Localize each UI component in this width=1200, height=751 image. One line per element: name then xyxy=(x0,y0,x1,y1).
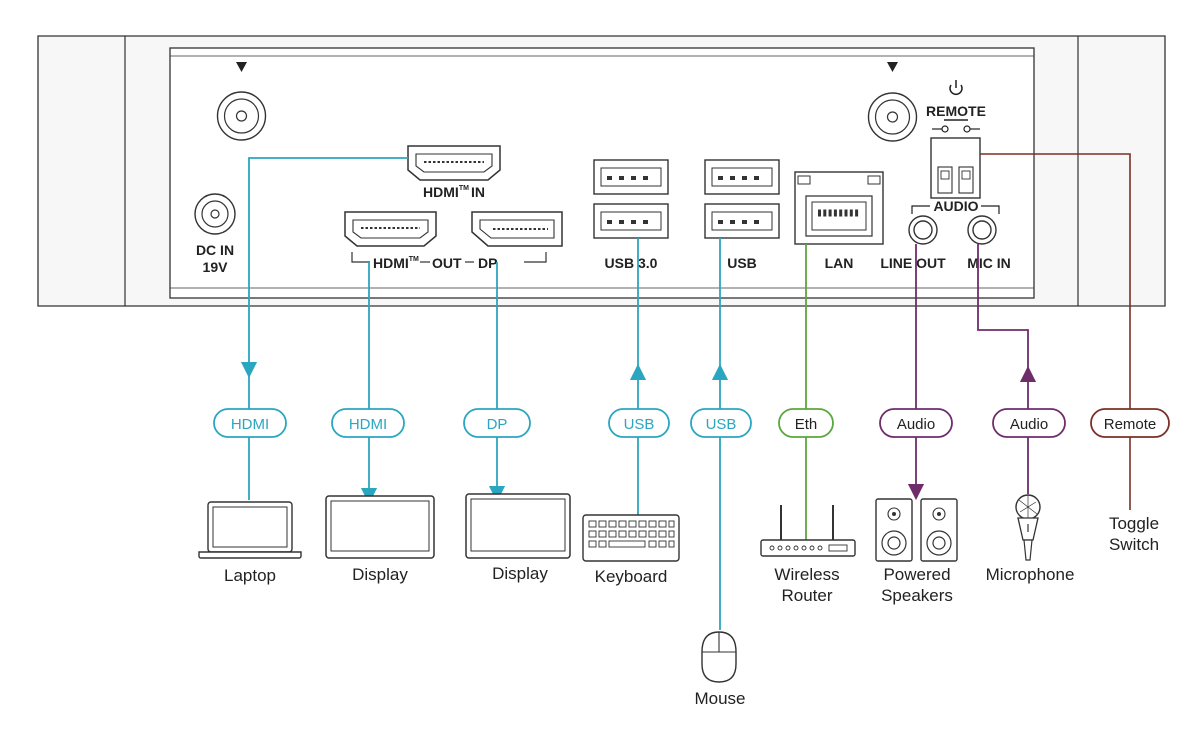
mic-in-jack[interactable] xyxy=(967,215,997,245)
svg-text:DP: DP xyxy=(487,416,508,433)
svg-text:Audio: Audio xyxy=(1010,416,1048,433)
mic-in-label: MIC IN xyxy=(967,255,1011,271)
mouse-icon xyxy=(701,631,737,683)
out-label: OUT xyxy=(432,255,462,271)
antenna-connector-right xyxy=(867,62,918,142)
pill-dp-out: DP xyxy=(463,408,531,438)
pill-usb-mouse: USB xyxy=(690,408,752,438)
line-out-jack[interactable] xyxy=(908,215,938,245)
pill-hdmi-in: HDMI xyxy=(213,408,287,438)
display-icon xyxy=(325,495,435,559)
microphone-label: Microphone xyxy=(986,565,1075,584)
antenna-connector-left xyxy=(216,62,267,141)
laptop-label: Laptop xyxy=(224,566,276,585)
display-1-label: Display xyxy=(352,565,408,584)
pill-remote: Remote xyxy=(1090,408,1170,438)
dp-label: DP xyxy=(478,255,497,271)
toggle-switch-label-line-2: Switch xyxy=(1109,535,1159,554)
line-out-label: LINE OUT xyxy=(880,255,946,271)
pill-audio-in: Audio xyxy=(992,408,1066,438)
svg-text:HDMI: HDMI xyxy=(349,416,387,433)
router-label-line-1: Wireless xyxy=(774,565,839,584)
lan-port[interactable] xyxy=(794,171,884,245)
out-bracket xyxy=(351,252,547,263)
dp-out-port[interactable] xyxy=(471,211,563,247)
dc-in-label: DC IN xyxy=(196,242,234,258)
svg-text:HDMI: HDMI xyxy=(231,416,269,433)
keyboard-label: Keyboard xyxy=(595,567,668,586)
power-icon xyxy=(949,80,963,95)
router-icon xyxy=(760,505,856,557)
pill-audio-out: Audio xyxy=(879,408,953,438)
microphone-icon xyxy=(1015,494,1041,561)
dc-in-voltage-label: 19V xyxy=(203,259,229,275)
remote-label: REMOTE xyxy=(926,103,986,119)
svg-text:USB: USB xyxy=(624,416,655,433)
dc-in-port[interactable] xyxy=(194,193,236,235)
usb-label: USB xyxy=(727,255,757,271)
svg-text:Eth: Eth xyxy=(795,416,818,433)
usb-port-top[interactable] xyxy=(704,159,780,195)
usb3-label: USB 3.0 xyxy=(605,255,658,271)
hdmi-out-label: HDMITM xyxy=(373,255,419,271)
lan-label: LAN xyxy=(825,255,854,271)
pill-hdmi-out: HDMI xyxy=(331,408,405,438)
speakers-label-line-2: Speakers xyxy=(881,586,953,605)
usb3-port-bottom[interactable] xyxy=(593,203,669,239)
speakers-label-line-1: Powered xyxy=(883,565,950,584)
pill-eth: Eth xyxy=(778,408,834,438)
speakers-icon xyxy=(875,498,958,562)
cable-audio-in xyxy=(977,244,1037,494)
display-2-label: Display xyxy=(492,564,548,583)
usb-port-bottom[interactable] xyxy=(704,203,780,239)
cable-remote xyxy=(980,153,1131,510)
hdmi-out-port[interactable] xyxy=(344,211,437,247)
usb3-port-top[interactable] xyxy=(593,159,669,195)
audio-label: AUDIO xyxy=(933,198,978,214)
laptop-icon xyxy=(198,501,302,559)
svg-text:Audio: Audio xyxy=(897,416,935,433)
pill-usb-keyboard: USB xyxy=(608,408,670,438)
remote-terminal-block[interactable] xyxy=(930,137,981,199)
audio-bracket xyxy=(911,205,1000,214)
mouse-label: Mouse xyxy=(694,689,745,708)
keyboard-icon xyxy=(582,514,680,562)
remote-switch-symbol xyxy=(932,119,980,133)
svg-text:USB: USB xyxy=(706,416,737,433)
display-icon xyxy=(465,493,571,559)
toggle-switch-label-line-1: Toggle xyxy=(1109,514,1159,533)
router-label-line-2: Router xyxy=(781,586,832,605)
svg-text:Remote: Remote xyxy=(1104,416,1157,433)
hdmi-in-port[interactable] xyxy=(407,145,501,181)
